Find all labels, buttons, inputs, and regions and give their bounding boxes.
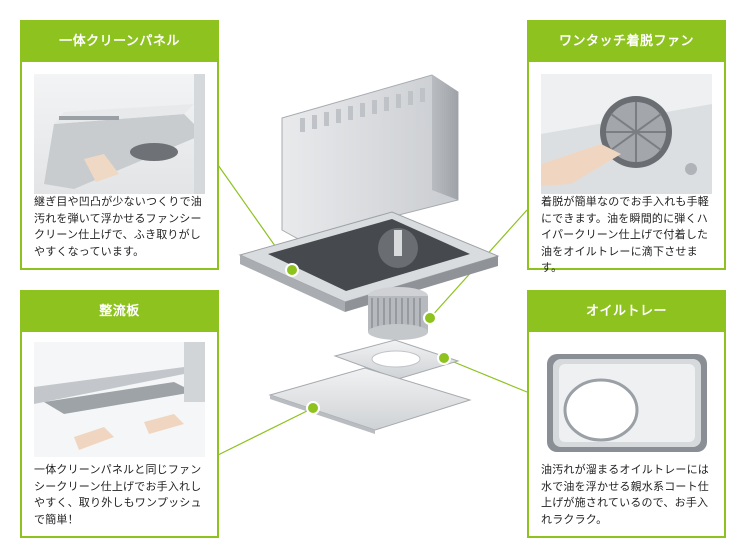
card-description: 継ぎ目や凹凸が少ないつくりで油汚れを弾いて浮かせるファンシークリーン仕上げで、ふ…	[34, 195, 202, 258]
card-description: 油汚れが溜まるオイルトレーには水で油を浮かせる親水系コート仕上げが施されているの…	[541, 463, 709, 526]
card-oil-tray: オイルトレー 油汚れが溜まるオイルトレーには水で油を浮かせる親水系コート仕上げが…	[527, 290, 726, 538]
oil-tray-photo	[541, 342, 712, 457]
card-clean-panel: 一体クリーンパネル 継ぎ目や凹凸が少ないつくりで油汚れを弾いて浮かせるファンシー…	[20, 20, 219, 270]
card-title: 一体クリーンパネル	[22, 22, 217, 62]
card-title: オイルトレー	[529, 292, 724, 332]
hood-body	[238, 74, 500, 312]
card-description: 着脱が簡単なのでお手入れも手軽にできます。油を瞬間的に弾くハイパークリーン仕上げ…	[541, 195, 709, 274]
card-title: 整流板	[22, 292, 217, 332]
oil-tray-illustration	[333, 339, 460, 380]
card-baffle: 整流板 一体クリーンパネルと同じファンシークリーン仕上げでお手入れしやすく、取り…	[20, 290, 219, 538]
fan-photo	[541, 74, 712, 194]
baffle-plate-illustration	[268, 367, 472, 434]
card-title: ワンタッチ着脱ファン	[529, 22, 724, 62]
clean-panel-photo	[34, 74, 205, 194]
card-description: 一体クリーンパネルと同じファンシークリーン仕上げでお手入れしやすく、取り外しもワ…	[34, 463, 202, 526]
card-fan: ワンタッチ着脱ファン 着脱が簡単なのでお手入れも手軽にできます。油を瞬間的に弾く…	[527, 20, 726, 274]
baffle-photo	[34, 342, 205, 457]
fan-illustration	[368, 287, 428, 340]
